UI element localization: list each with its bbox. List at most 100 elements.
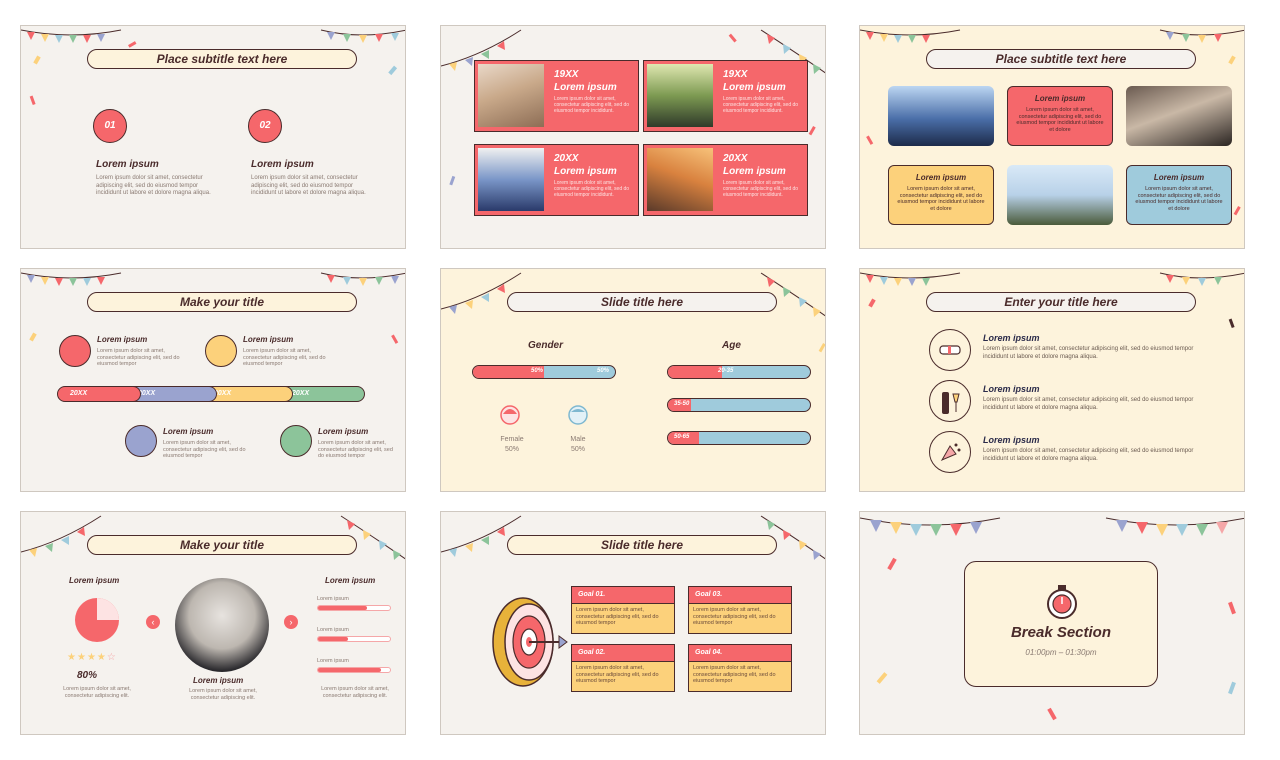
goal-body: Lorem ipsum dolor sit amet, consectetur … (576, 607, 659, 626)
age-bar: 50-65 (667, 431, 811, 445)
card-body: Lorem ipsum dolor sit amet, consectetur … (554, 96, 630, 114)
history-card: 19XX Lorem ipsum Lorem ipsum dolor sit a… (474, 60, 639, 132)
item-body: Lorem ipsum dolor sit amet, consectetur … (983, 346, 1194, 360)
star-rating: ★★★★☆ (67, 652, 117, 663)
diploma-icon (929, 329, 971, 371)
puzzle-icon (280, 425, 312, 457)
star-icon: ★ (67, 652, 77, 663)
box-body: Lorem ipsum dolor sit amet, consectetur … (897, 186, 985, 212)
pie-chart (75, 598, 119, 642)
age-bar-label: 50-65 (674, 434, 690, 440)
toast-photo (1126, 86, 1232, 146)
center-body: Lorem ipsum dolor sit amet, consectetur … (189, 688, 257, 701)
graduation-photo (478, 64, 544, 127)
caps-toss-photo (1007, 165, 1113, 225)
age-bar: 20-35 (667, 365, 811, 379)
clock-icon (125, 425, 157, 457)
goal-card: Goal 03. Lorem ipsum dolor sit amet, con… (688, 586, 792, 634)
right-body: Lorem ipsum dolor sit amet, consectetur … (321, 686, 389, 699)
star-icon: ★ (96, 652, 107, 663)
rating-percent: 80% (77, 670, 98, 681)
step-number-badge: 01 (93, 109, 127, 143)
slide-thumbnail-2[interactable]: 19XX Lorem ipsum Lorem ipsum dolor sit a… (440, 25, 826, 249)
goal-label: Goal 02. (572, 645, 674, 662)
progress-slider (317, 636, 391, 642)
gender-bar: 50% 50% (472, 365, 616, 379)
card-heading: Lorem ipsum (554, 82, 617, 93)
item-heading: Lorem ipsum (983, 384, 1040, 394)
card-year: 19XX (554, 69, 579, 80)
slider-label: Lorem ipsum (317, 596, 349, 602)
box-body: Lorem ipsum dolor sit amet, consectetur … (1135, 186, 1223, 212)
party-popper-icon (929, 431, 971, 473)
progress-slider-fill (318, 668, 382, 672)
card-body: Lorem ipsum dolor sit amet, consectetur … (723, 96, 799, 114)
slide-title: Place subtitle text here (87, 49, 357, 69)
goal-card: Goal 04. Lorem ipsum dolor sit amet, con… (688, 644, 792, 692)
graduation-photo (647, 148, 713, 211)
slide-thumbnail-9[interactable]: Break Section 01:00pm – 01:30pm (859, 511, 1245, 735)
star-icon: ☆ (106, 652, 117, 663)
slide-title: Make your title (87, 535, 357, 555)
star-icon: ★ (86, 652, 97, 663)
age-heading: Age (722, 340, 741, 351)
female-percentage: 50% (504, 446, 519, 453)
age-bar-fill (668, 399, 691, 411)
break-title: Break Section (1010, 624, 1112, 641)
info-box: Lorem ipsum Lorem ipsum dolor sit amet, … (1126, 165, 1232, 225)
gender-left-value: 50% (531, 368, 544, 374)
star-icon: ★ (76, 652, 87, 663)
item-body: Lorem ipsum dolor sit amet, consectetur … (983, 448, 1194, 462)
slide-thumbnail-5[interactable]: Slide title here Gender Age 50% 50% 20-3… (440, 268, 826, 492)
next-arrow-button[interactable]: › (284, 615, 298, 629)
item-heading: Lorem ipsum (97, 335, 148, 344)
item-heading: Lorem ipsum (96, 159, 159, 170)
item-body: Lorem ipsum dolor sit amet, consectetur … (983, 397, 1194, 411)
female-icon (500, 405, 520, 425)
info-box: Lorem ipsum Lorem ipsum dolor sit amet, … (888, 165, 994, 225)
goal-card: Goal 01. Lorem ipsum dolor sit amet, con… (571, 586, 675, 634)
history-card: 20XX Lorem ipsum Lorem ipsum dolor sit a… (474, 144, 639, 216)
slide-thumbnail-1[interactable]: Place subtitle text here 01 02 Lorem ips… (20, 25, 406, 249)
age-bar-fill (668, 432, 700, 444)
slide-thumbnail-3[interactable]: Place subtitle text here Lorem ipsum Lor… (859, 25, 1245, 249)
age-bar: 35-50 (667, 398, 811, 412)
age-bar-label: 35-50 (674, 401, 690, 407)
history-card: 20XX Lorem ipsum Lorem ipsum dolor sit a… (643, 144, 808, 216)
timeline-segment: 20XX (125, 386, 217, 402)
card-year: 19XX (723, 69, 748, 80)
item-heading: Lorem ipsum (983, 435, 1040, 445)
slide-thumbnail-8[interactable]: Slide title here Goal 01. Lorem ipsum do… (440, 511, 826, 735)
card-heading: Lorem ipsum (723, 166, 786, 177)
slide-thumbnail-7[interactable]: Make your title Lorem ipsum ★★★★☆ 80% Lo… (20, 511, 406, 735)
graduates-circle-photo (175, 578, 269, 672)
graduation-photo (647, 64, 713, 127)
item-body: Lorem ipsum dolor sit amet, consectetur … (318, 440, 393, 459)
slide-title: Place subtitle text here (926, 49, 1196, 69)
timeline-segment: 20XX (201, 386, 293, 402)
goal-body: Lorem ipsum dolor sit amet, consectetur … (693, 665, 776, 684)
timeline-segment: 20XX (57, 386, 141, 402)
center-heading: Lorem ipsum (193, 676, 244, 685)
slide-thumbnail-4[interactable]: Make your title Lorem ipsum Lorem ipsum … (20, 268, 406, 492)
box-heading: Lorem ipsum (1153, 173, 1205, 182)
slide-title: Make your title (87, 292, 357, 312)
slider-label: Lorem ipsum (317, 658, 349, 664)
item-heading: Lorem ipsum (318, 427, 369, 436)
item-heading: Lorem ipsum (983, 333, 1040, 343)
slide-thumbnail-6[interactable]: Enter your title here Lorem ipsum Lorem … (859, 268, 1245, 492)
card-heading: Lorem ipsum (723, 82, 786, 93)
info-box: Lorem ipsum Lorem ipsum dolor sit amet, … (1007, 86, 1113, 146)
box-heading: Lorem ipsum (1034, 94, 1086, 103)
item-body: Lorem ipsum dolor sit amet, consectetur … (251, 175, 366, 196)
prev-arrow-button[interactable]: ‹ (146, 615, 160, 629)
male-percentage: 50% (570, 446, 585, 453)
progress-slider-fill (318, 637, 349, 641)
progress-slider-fill (318, 606, 367, 610)
card-year: 20XX (554, 153, 579, 164)
female-label: Female (500, 436, 524, 443)
item-heading: Lorem ipsum (251, 159, 314, 170)
item-body: Lorem ipsum dolor sit amet, consectetur … (97, 348, 180, 367)
goal-label: Goal 03. (689, 587, 791, 604)
slide-title: Enter your title here (926, 292, 1196, 312)
